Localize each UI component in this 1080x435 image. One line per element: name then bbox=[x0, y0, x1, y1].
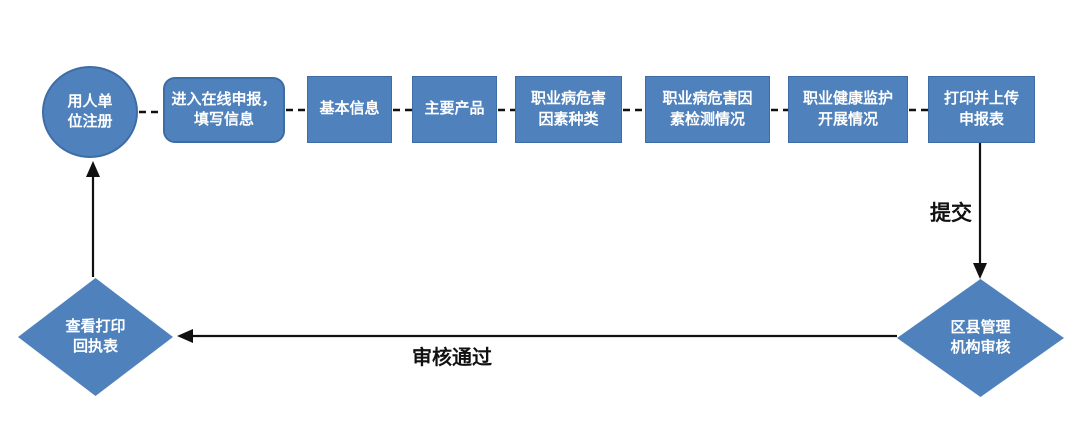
node-hazard-factor-detection-label: 职业病危害因 素检测情况 bbox=[662, 90, 753, 128]
arrow-submit-head bbox=[973, 263, 987, 279]
node-enter-online-declaration-label: 进入在线申报， 填写信息 bbox=[171, 90, 277, 128]
node-district-review-label: 区县管理 机构审核 bbox=[950, 318, 1011, 356]
edge-label-submit: 提交 bbox=[930, 202, 972, 225]
node-main-products-label: 主要产品 bbox=[424, 100, 485, 118]
node-enter-online-declaration: 进入在线申报， 填写信息 bbox=[163, 77, 285, 143]
node-basic-info: 基本信息 bbox=[307, 76, 392, 143]
node-hazard-factor-types-label: 职业病危害 因素种类 bbox=[530, 90, 606, 128]
arrow-approved-head bbox=[177, 329, 193, 343]
arrow-return-head bbox=[86, 161, 100, 177]
node-hazard-factor-detection: 职业病危害因 素检测情况 bbox=[645, 76, 770, 143]
node-basic-info-label: 基本信息 bbox=[319, 100, 380, 118]
node-health-surveillance: 职业健康监护 开展情况 bbox=[788, 76, 908, 143]
node-print-upload-form: 打印并上传 申报表 bbox=[928, 76, 1035, 143]
node-main-products: 主要产品 bbox=[412, 76, 497, 143]
node-view-print-receipt-label: 查看打印 回执表 bbox=[65, 317, 126, 355]
node-health-surveillance-label: 职业健康监护 开展情况 bbox=[802, 90, 893, 128]
node-print-upload-form-label: 打印并上传 申报表 bbox=[943, 90, 1019, 128]
node-hazard-factor-types: 职业病危害 因素种类 bbox=[515, 76, 622, 143]
node-employer-registration-label: 用人单 位注册 bbox=[67, 92, 113, 130]
node-employer-registration: 用人单 位注册 bbox=[42, 66, 138, 158]
edge-label-review-approved: 审核通过 bbox=[412, 347, 492, 369]
